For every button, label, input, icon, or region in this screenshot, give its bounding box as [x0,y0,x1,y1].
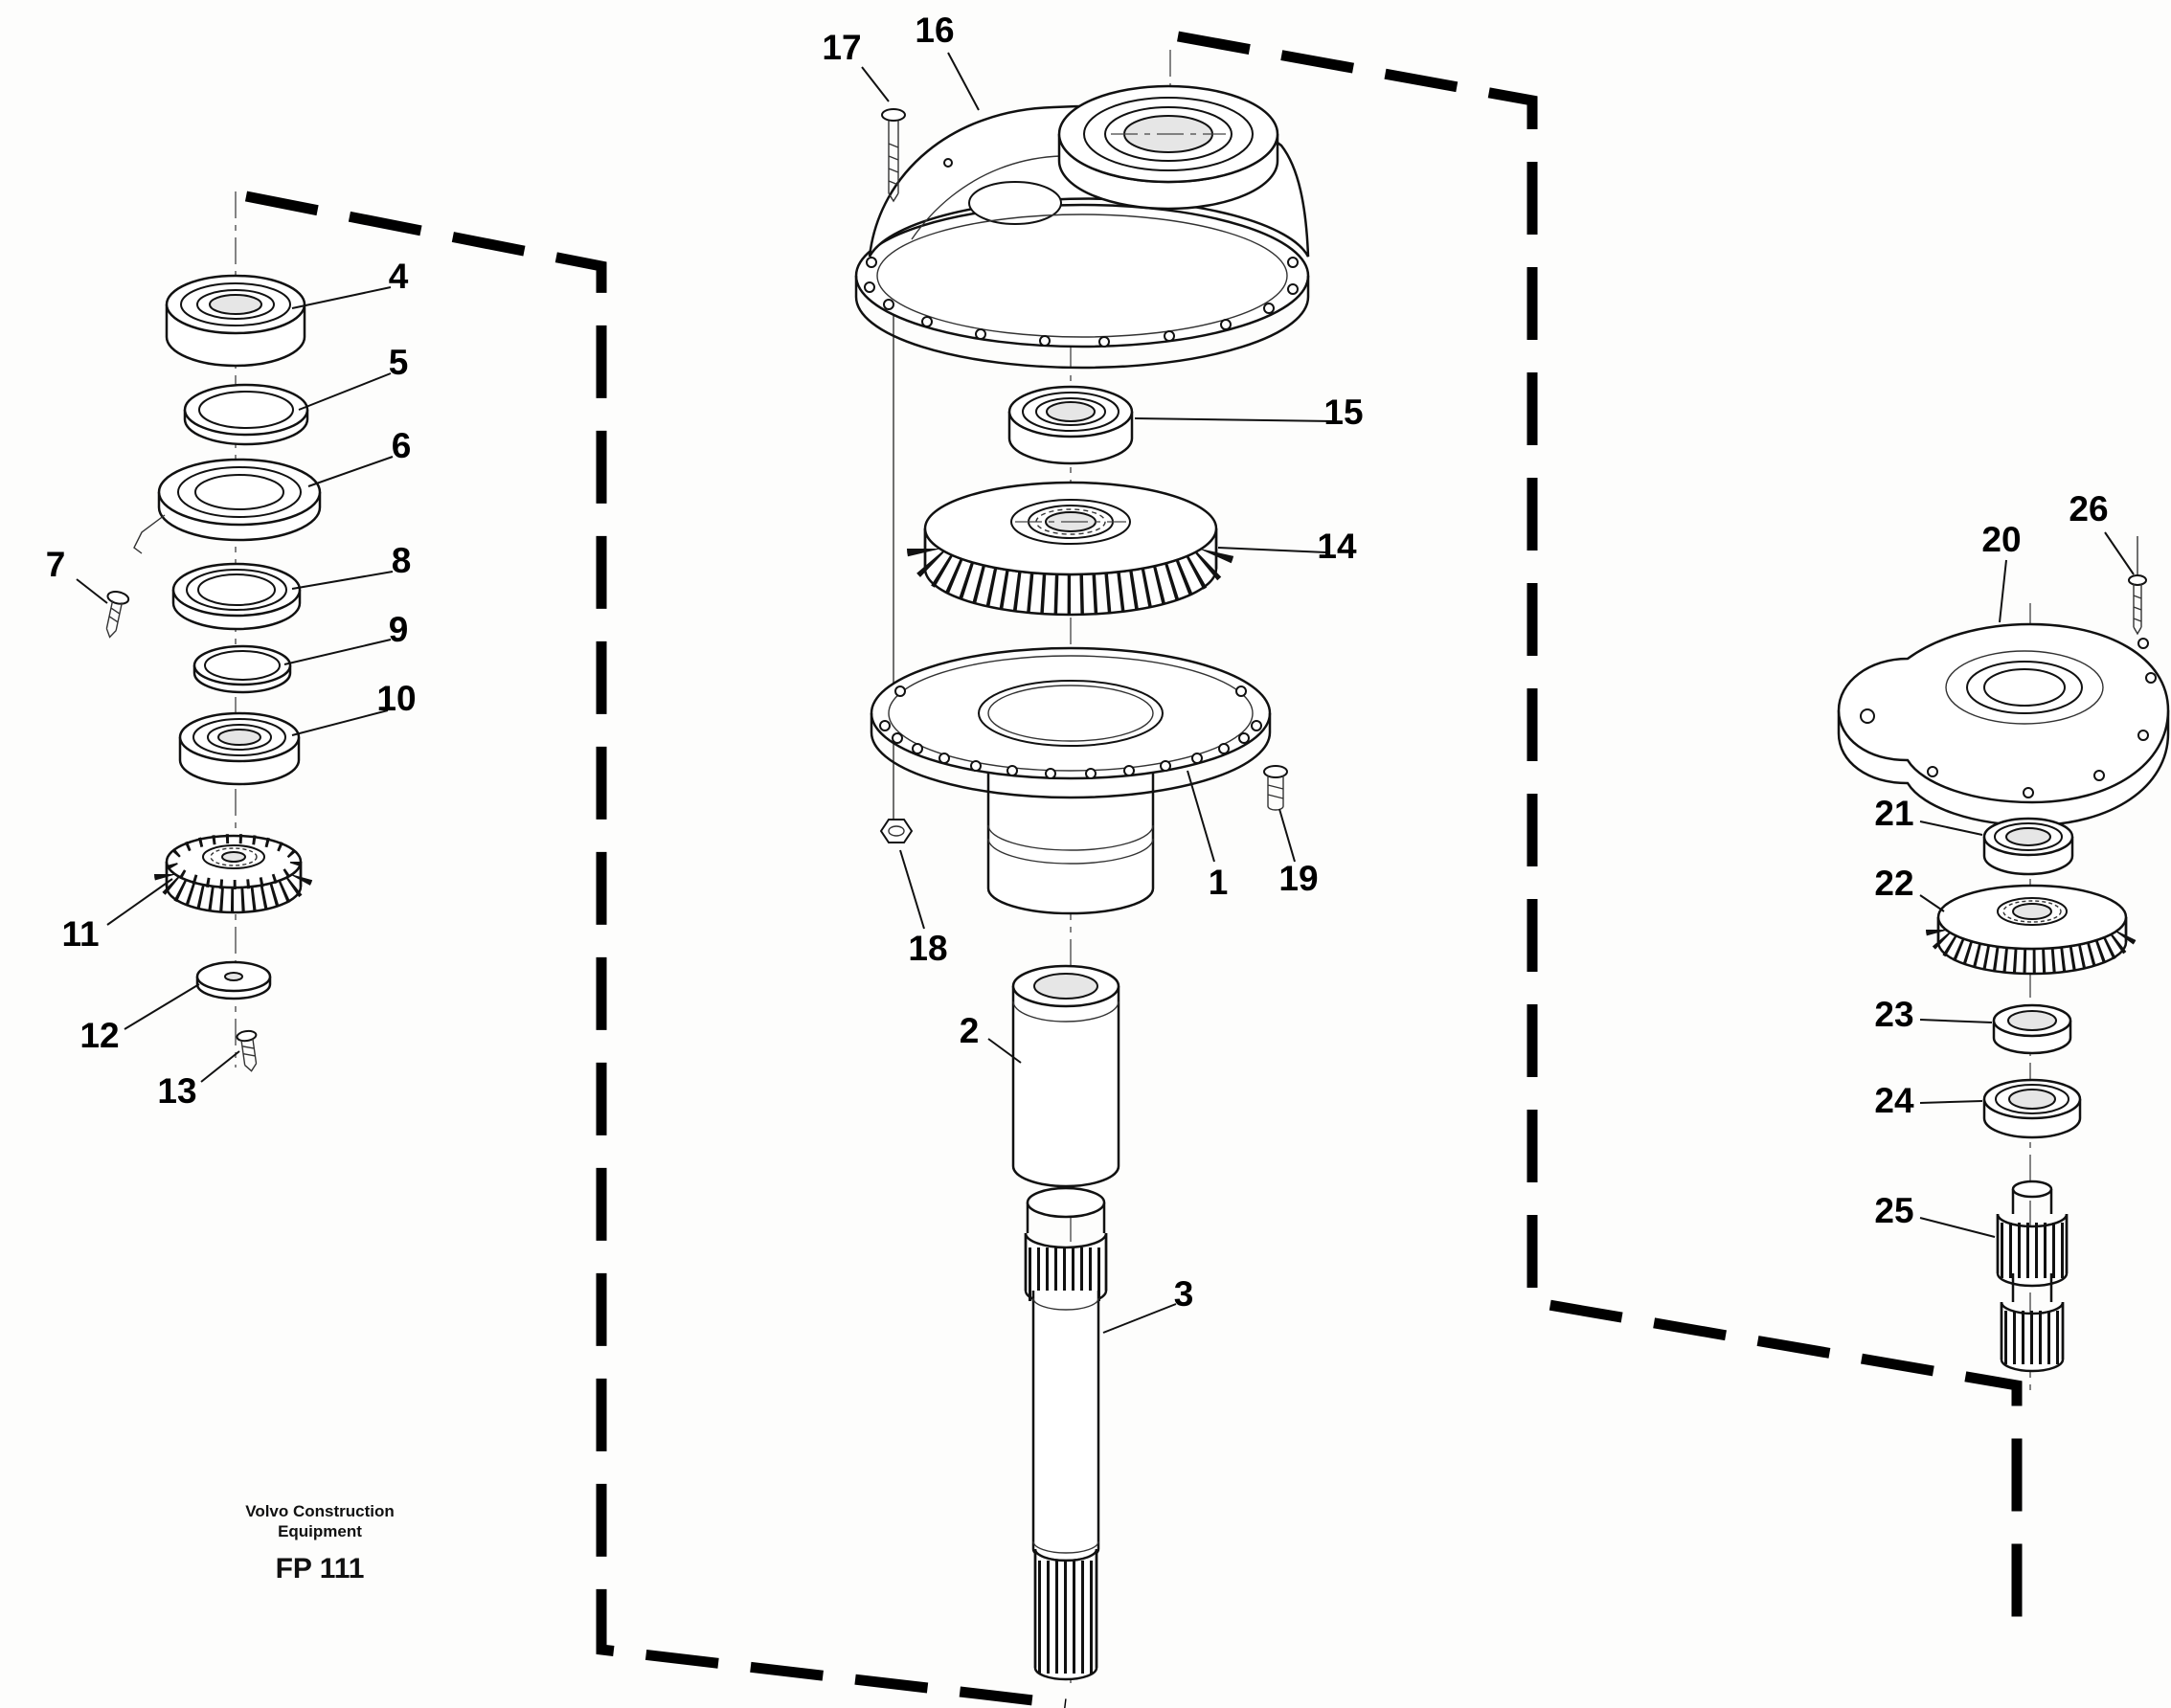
leader-part-20 [1999,559,2007,623]
part-label-8: 8 [391,541,412,580]
part-8-seal [171,562,302,631]
leader-part-22 [1919,894,1945,912]
part-label-6: 6 [391,426,412,465]
part-18-nut [879,819,914,843]
part-20-housing-cover [1837,622,2170,827]
leader-part-11 [106,878,173,926]
part-24-bearing [1982,1078,2082,1139]
center-assembly [854,84,1310,1681]
boundary-dashed-lines [244,31,2023,1708]
leader-part-12 [124,983,200,1030]
leader-part-17 [861,66,890,102]
part-label-14: 14 [1317,527,1357,566]
boundary-dashed-line-right [1177,31,2023,1639]
part-4-bearing [165,274,306,368]
leader-part-26 [2104,531,2135,575]
boundary-dashed-line-left [244,191,1067,1708]
part-label-22: 22 [1874,864,1914,903]
part-label-17: 17 [822,28,862,67]
part-label-5: 5 [388,343,409,382]
part-label-24: 24 [1874,1081,1914,1120]
part-15-bearing [1007,385,1134,465]
part-label-19: 19 [1278,859,1319,898]
cover-bolt-holes [1927,638,2157,798]
leader-part-24 [1919,1100,1983,1104]
part-6-retainer-ring [133,458,322,554]
part-label-7: 7 [45,545,66,584]
leader-part-16 [947,52,980,111]
leader-part-1 [1187,770,1215,863]
leader-part-14 [1217,547,1327,553]
part-12-washer [195,960,272,1000]
part-16-housing [854,84,1310,370]
part-label-23: 23 [1874,995,1914,1034]
leader-part-7 [76,578,108,604]
part-25-shaft-gear [1996,1180,2069,1373]
leader-part-19 [1278,808,1296,863]
leader-part-8 [291,571,394,590]
part-3-shaft [1024,1186,1108,1681]
part-label-11: 11 [61,914,100,954]
leader-part-15 [1134,417,1335,422]
leader-part-10 [291,709,389,736]
part-label-15: 15 [1323,393,1364,432]
leader-part-3 [1102,1303,1177,1334]
part-13-screw [236,1029,258,1072]
leader-part-13 [200,1050,240,1083]
part-label-12: 12 [79,1016,120,1055]
part-17-screw [881,108,906,203]
leader-part-21 [1919,820,1983,836]
flange-bolt-holes [879,685,1262,779]
leader-part-6 [307,456,394,487]
leader-lines [76,52,2135,1334]
figure-code: FP 111 [275,1553,365,1584]
part-21-bearing [1982,817,2074,876]
part-label-18: 18 [908,929,948,968]
brand-line-1: Volvo Construction [245,1502,395,1520]
part-label-26: 26 [2069,489,2109,528]
leader-part-18 [899,849,925,930]
part-label-2: 2 [959,1011,980,1050]
part-1-flange-housing [870,646,1272,915]
part-label-21: 21 [1874,794,1914,833]
part-14-gear [907,481,1234,617]
right-assembly [1837,574,2170,1373]
housing-bolt-holes [864,257,1299,348]
leader-part-9 [283,639,392,665]
part-11-gear [154,834,313,914]
part-label-20: 20 [1981,520,2022,559]
part-9-ring [192,644,292,694]
part-5-ring [183,383,309,446]
part-label-4: 4 [388,257,409,296]
retainer-tab-wire [133,514,166,554]
leader-part-23 [1919,1019,1993,1023]
part-label-13: 13 [157,1071,197,1111]
part-22-gear [1926,884,2138,976]
part-label-3: 3 [1173,1274,1194,1314]
part-26-screw [2128,574,2147,636]
part-7-screw [105,591,130,639]
part-label-16: 16 [915,11,955,50]
brand-text: Volvo Construction Equipment [245,1501,395,1541]
leader-part-4 [291,286,392,309]
part-label-9: 9 [388,610,409,649]
part-label-25: 25 [1874,1191,1914,1230]
leader-part-5 [298,372,392,411]
part-2-sleeve [1011,964,1120,1188]
left-assembly [105,274,322,1072]
leader-part-2 [987,1038,1022,1064]
brand-line-2: Equipment [278,1522,362,1540]
part-23-bushing [1992,1003,2072,1055]
leader-part-25 [1919,1217,1996,1238]
part-10-bearing [178,711,301,786]
part-label-10: 10 [376,679,417,718]
housing-recess [968,181,1062,225]
part-19-screw [1263,765,1288,811]
part-label-1: 1 [1208,863,1229,902]
